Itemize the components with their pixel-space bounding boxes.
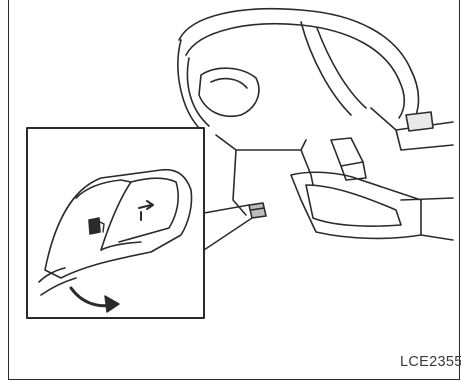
steering-wheel <box>178 9 419 130</box>
figure-frame <box>8 0 460 380</box>
dashboard-panel <box>216 108 453 240</box>
figure-code: LCE2355 <box>400 354 461 370</box>
illustration-drawing <box>8 0 460 380</box>
switch-location-marker <box>249 203 266 218</box>
inset-callout <box>27 128 252 318</box>
